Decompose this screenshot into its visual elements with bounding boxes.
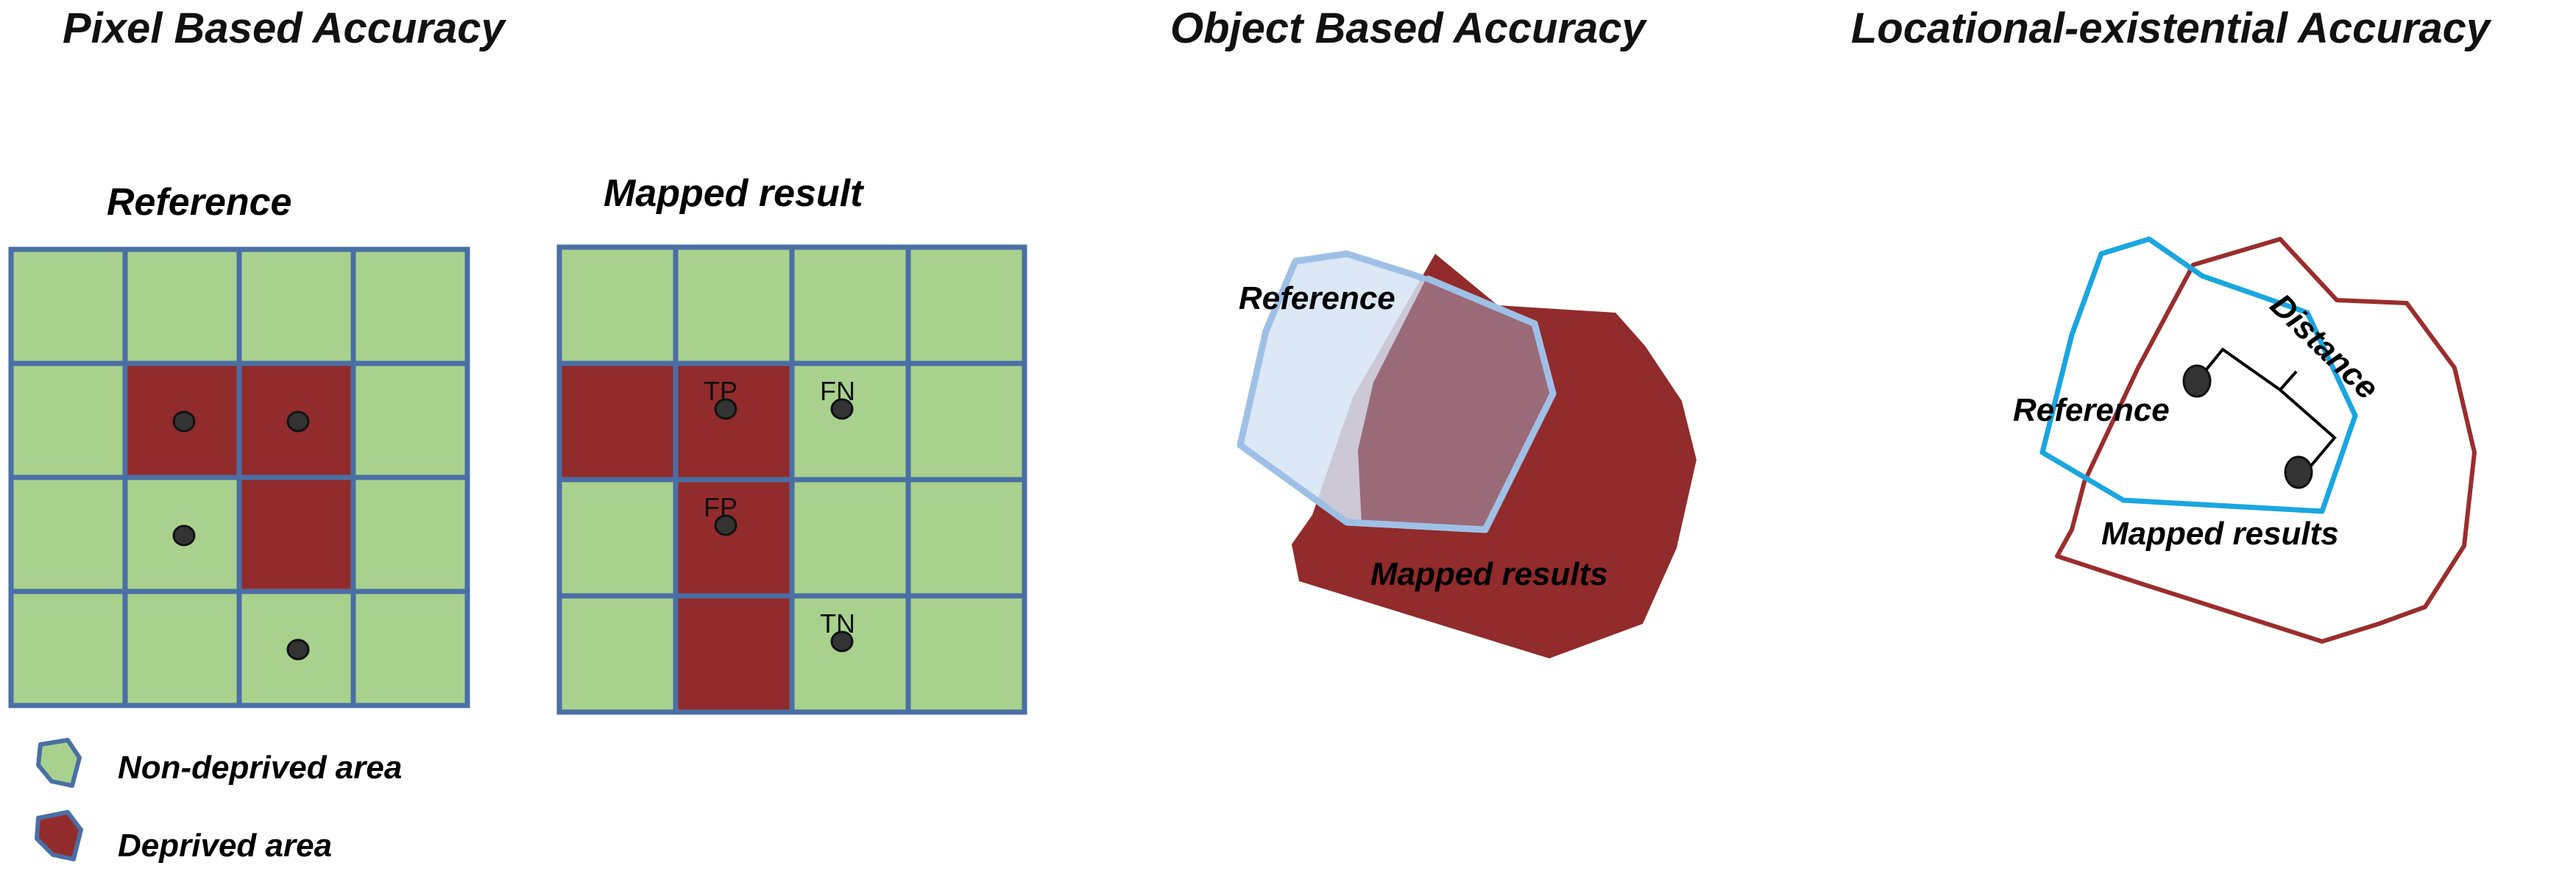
reference-cell-3-3 [350,589,470,708]
legend-deprived-label: Deprived area [118,828,332,864]
reference-cell-1-3 [350,360,470,480]
mapped-cell-2-0 [556,477,679,599]
distance-bracket [2195,347,2337,476]
reference-cell-0-3 [350,246,470,366]
pixel-mapped-result-label: Mapped result [604,172,865,215]
object-reference-label: Reference [1239,280,1395,316]
locational-reference-polygon [2039,236,2358,514]
mapped-code-tn: TN [820,608,855,639]
mapped-code-tp: TP [704,376,737,406]
mapped-cell-3-1 [673,593,795,715]
reference-cell-2-0 [8,474,128,594]
reference-point-3 [172,525,196,547]
locational-mapped-polygon [2055,237,2477,644]
mapped-cell-1-0 [556,360,679,483]
object-overlap-region [1358,278,1553,530]
reference-cell-3-1 [122,589,242,708]
mapped-cell-0-1 [673,244,795,366]
mapped-point-fn [830,398,854,420]
legend-non-deprived-label: Non-deprived area [118,750,402,786]
mapped-cell-3-2 [789,593,911,715]
reference-grid [8,246,470,708]
reference-point-1 [172,410,196,433]
mapped-cell-2-2 [789,477,911,599]
locational-mapped-results-label: Mapped results [2101,516,2339,552]
mapped-cell-1-3 [905,360,1027,483]
locational-reference-point [2182,364,2212,398]
reference-point-4 [286,639,310,661]
locational-existential-diagram: Distance Reference Mapped results [2013,236,2477,644]
mapped-cell-3-3 [905,593,1027,715]
pixel-reference-label: Reference [107,181,291,224]
mapped-code-fp: FP [704,492,737,522]
reference-cell-3-0 [8,589,128,708]
reference-cell-2-3 [350,474,470,594]
object-reference-outline [1346,274,1557,533]
object-based-diagram: Reference Mapped results [1236,250,1696,658]
locational-mapped-point [2284,455,2313,489]
legend: Non-deprived area Deprived area [35,738,402,864]
mapped-point-tp [714,398,737,420]
mapped-point-fp [714,514,737,536]
reference-cell-2-2 [236,474,356,594]
legend-non-deprived-swatch [36,738,82,788]
reference-cell-0-0 [8,246,128,366]
title-pixel-based-accuracy: Pixel Based Accuracy [63,4,507,52]
mapped-cell-0-3 [905,244,1027,366]
mapped-cell-0-2 [789,244,911,366]
mapped-result-grid: TP FN FP TN [556,244,1027,715]
mapped-point-tn [830,630,854,653]
reference-cell-0-2 [236,246,356,366]
reference-cell-1-0 [8,360,128,480]
locational-reference-label: Reference [2013,392,2170,428]
reference-point-2 [286,410,310,433]
object-mapped-results-label: Mapped results [1370,556,1608,592]
title-locational-existential-accuracy: Locational-existential Accuracy [1851,4,2492,52]
legend-deprived-swatch [35,810,83,861]
reference-cell-0-1 [122,246,242,366]
mapped-cell-2-3 [905,477,1027,599]
mapped-cell-0-0 [556,244,679,366]
title-object-based-accuracy: Object Based Accuracy [1170,4,1648,52]
mapped-code-fn: FN [820,376,855,406]
mapped-cell-3-0 [556,593,679,715]
